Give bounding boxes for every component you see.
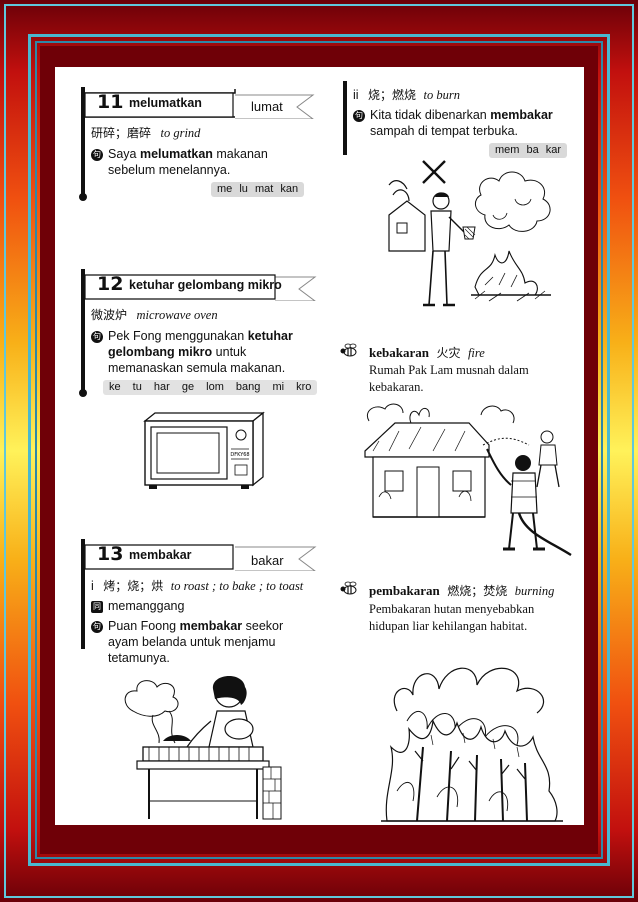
flag-pole-base [79, 193, 87, 201]
house-fire-illustration [364, 403, 572, 557]
cross-mark-icon [422, 160, 446, 184]
derived-headline: pembakaran 燃烧；焚烧 burning [369, 583, 555, 598]
example-sentence-cont: sampah di tempat terbuka. [370, 124, 518, 138]
example-sentence-cont: sebelum menelannya. [108, 163, 231, 177]
entry-number: 12 [97, 273, 124, 295]
inner-rim [35, 41, 603, 859]
outer-rim [4, 4, 634, 898]
sense-i-translation: i 烤；烧；烘 to roast ; to bake ; to toast [91, 579, 304, 593]
english-translation: to grind [160, 126, 201, 140]
derived-headline: kebakaran 火灾 fire [369, 345, 485, 360]
headword: membakar [129, 548, 192, 562]
english-translation: microwave oven [136, 308, 218, 322]
flag-pole [81, 87, 85, 197]
burning-rubbish-illustration [388, 160, 551, 307]
derived-example-cont: kebakaran. [369, 380, 424, 394]
headword: ketuhar gelombang mikro [129, 278, 282, 292]
forest-fire-illustration [381, 667, 563, 822]
oven-brand-label: DFKY68 [230, 452, 249, 458]
entry-number: 13 [97, 543, 124, 565]
example-badge-icon: 句 [353, 110, 365, 122]
headword: melumatkan [129, 96, 202, 110]
root-word: bakar [251, 553, 284, 568]
derived-word: kebakaran [369, 345, 429, 360]
sense-ii-translation: ii 烧；燃烧 to burn [353, 88, 461, 102]
example-sentence-cont: tetamunya. [108, 651, 170, 665]
microwave-illustration: DFKY68 [143, 411, 265, 489]
flag-pole [343, 81, 347, 155]
translation-line: 研碎；磨碎 to grind [91, 125, 200, 141]
syllable-breakdown: me lu mat kan [211, 182, 305, 197]
synonym-badge-icon: 同 [91, 601, 103, 613]
example-badge-icon: 句 [91, 621, 103, 633]
root-word: lumat [251, 99, 283, 114]
middle-rim [28, 34, 610, 866]
entry-number: 11 [97, 91, 124, 113]
example-sentence-cont: memanaskan semula makanan. [108, 361, 286, 375]
bee-icon [340, 581, 357, 595]
entry-flag [85, 271, 317, 301]
translation-line: 微波炉 microwave oven [91, 307, 218, 323]
chinese-translation: 微波炉 [91, 308, 128, 322]
example-badge-icon: 句 [91, 331, 103, 343]
derived-example: Pembakaran hutan menyebabkan [369, 602, 535, 616]
flag-pole-base [79, 389, 87, 397]
flag-pole [81, 539, 85, 649]
example-sentence-cont: ayam belanda untuk menjamu [108, 635, 276, 649]
derived-example-cont: hidupan liar kehilangan habitat. [369, 619, 528, 633]
entry-flag [85, 89, 315, 119]
syllable-breakdown: ke tu har ge lom bang mi kro [103, 380, 318, 395]
entry-flag [85, 541, 317, 571]
example-badge-icon: 句 [91, 149, 103, 161]
bee-icon [340, 343, 357, 357]
flag-pole [81, 269, 85, 393]
derived-word: pembakaran [369, 583, 440, 598]
chinese-translation: 研碎；磨碎 [91, 126, 152, 140]
example-sentence-cont: gelombang mikro untuk [108, 345, 247, 359]
derived-example: Rumah Pak Lam musnah dalam [369, 363, 529, 377]
roasting-illustration [124, 675, 282, 820]
syllable-breakdown: mem ba kar [489, 143, 568, 158]
